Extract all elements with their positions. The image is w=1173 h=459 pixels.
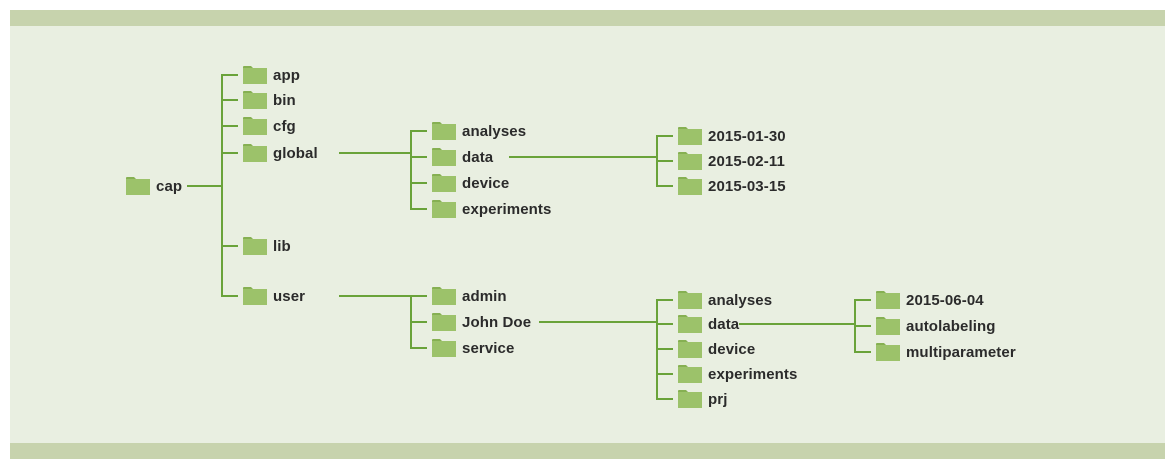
folder-node-multiparameter[interactable]: multiparameter — [876, 341, 1016, 363]
folder-node-lib[interactable]: lib — [243, 235, 291, 257]
folder-icon — [876, 343, 900, 361]
folder-node-2015-06-04[interactable]: 2015-06-04 — [876, 289, 984, 311]
folder-icon — [243, 287, 267, 305]
folder-label: global — [273, 144, 318, 162]
folder-node-2015-03-15[interactable]: 2015-03-15 — [678, 175, 786, 197]
folder-icon — [432, 313, 456, 331]
folder-node-2015-01-30[interactable]: 2015-01-30 — [678, 125, 786, 147]
folder-label: app — [273, 66, 300, 84]
folder-label: device — [708, 340, 756, 358]
folder-node-device[interactable]: device — [432, 172, 509, 194]
folder-label: prj — [708, 390, 728, 408]
folder-icon — [432, 287, 456, 305]
folder-icon — [243, 91, 267, 109]
folder-node-analyses[interactable]: analyses — [678, 289, 772, 311]
folder-label: bin — [273, 91, 296, 109]
folder-icon — [243, 66, 267, 84]
folder-icon — [678, 340, 702, 358]
bottom-band — [10, 443, 1165, 459]
folder-node-device[interactable]: device — [678, 338, 755, 360]
folder-label: user — [273, 287, 306, 305]
folder-icon — [243, 237, 267, 255]
folder-label: autolabeling — [906, 317, 996, 335]
folder-node-experiments[interactable]: experiments — [432, 198, 551, 220]
folder-label: John Doe — [462, 313, 532, 331]
folder-node-data[interactable]: data — [432, 146, 493, 168]
folder-label: cfg — [273, 117, 296, 135]
folder-icon — [243, 144, 267, 162]
folder-label: service — [462, 339, 515, 357]
folder-label: device — [462, 174, 510, 192]
folder-node-bin[interactable]: bin — [243, 89, 296, 111]
folder-node-autolabeling[interactable]: autolabeling — [876, 315, 996, 337]
folder-icon — [432, 174, 456, 192]
folder-label: lib — [273, 237, 291, 255]
folder-node-service[interactable]: service — [432, 337, 514, 359]
folder-node-admin[interactable]: admin — [432, 285, 507, 307]
folder-icon — [678, 152, 702, 170]
folder-label: experiments — [708, 365, 798, 383]
folder-node-user[interactable]: user — [243, 285, 305, 307]
folder-icon — [432, 122, 456, 140]
folder-node-cfg[interactable]: cfg — [243, 115, 296, 137]
folder-node-2015-02-11[interactable]: 2015-02-11 — [678, 150, 785, 172]
folder-label: experiments — [462, 200, 552, 218]
folder-label: 2015-01-30 — [708, 127, 786, 145]
folder-label: analyses — [708, 291, 773, 309]
folder-node-analyses[interactable]: analyses — [432, 120, 526, 142]
folder-node-cap[interactable]: cap — [126, 175, 182, 197]
folder-icon — [678, 177, 702, 195]
folder-label: cap — [156, 177, 183, 195]
folder-node-prj[interactable]: prj — [678, 388, 727, 410]
folder-icon — [126, 177, 150, 195]
top-band — [10, 10, 1165, 26]
folder-node-app[interactable]: app — [243, 64, 300, 86]
folder-icon — [678, 365, 702, 383]
folder-icon — [432, 200, 456, 218]
folder-node-john-doe[interactable]: John Doe — [432, 311, 531, 333]
folder-label: admin — [462, 287, 507, 305]
folder-icon — [678, 127, 702, 145]
folder-label: 2015-06-04 — [906, 291, 984, 309]
folder-label: 2015-02-11 — [708, 152, 785, 170]
folder-icon — [432, 339, 456, 357]
folder-icon — [876, 317, 900, 335]
folder-label: data — [462, 148, 494, 166]
folder-label: data — [708, 315, 740, 333]
folder-icon — [432, 148, 456, 166]
folder-icon — [678, 315, 702, 333]
folder-node-global[interactable]: global — [243, 142, 318, 164]
figure-background — [10, 10, 1165, 450]
folder-label: 2015-03-15 — [708, 177, 786, 195]
folder-node-experiments[interactable]: experiments — [678, 363, 797, 385]
folder-label: multiparameter — [906, 343, 1016, 361]
folder-node-data[interactable]: data — [678, 313, 739, 335]
folder-icon — [876, 291, 900, 309]
folder-label: analyses — [462, 122, 527, 140]
folder-icon — [243, 117, 267, 135]
folder-icon — [678, 390, 702, 408]
folder-icon — [678, 291, 702, 309]
